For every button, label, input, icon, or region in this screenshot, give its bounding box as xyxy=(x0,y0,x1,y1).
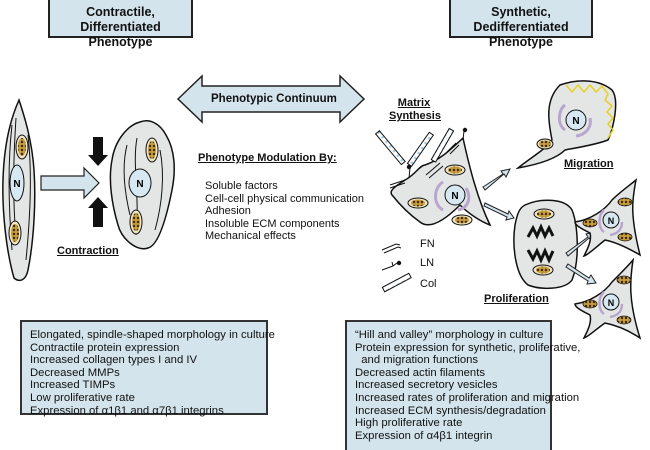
legend-col-label: Col xyxy=(420,278,437,290)
feature-item: Decreased MMPs xyxy=(30,366,120,379)
fibronectin-icon xyxy=(381,243,402,254)
matrix-synthesis-label: Matrix Synthesis xyxy=(389,97,441,123)
laminin-icon xyxy=(381,260,402,271)
feature-item: Increased rates of proliferation and mig… xyxy=(355,391,580,404)
migrating-cell: N xyxy=(515,80,617,170)
header-left-line2: Phenotype xyxy=(88,35,153,49)
feature-item: Low proliferative rate xyxy=(30,391,135,404)
header-left-line1: Contractile, Differentiated xyxy=(80,5,161,34)
nucleus-label: N xyxy=(136,179,143,190)
modulation-item: Cell-cell physical communication xyxy=(205,192,364,205)
feature-item: High proliferative rate xyxy=(355,417,463,430)
phenotypic-continuum-arrow xyxy=(176,74,366,124)
feature-item: “Hill and valley” morphology in culture xyxy=(355,329,544,341)
contraction-transition-arrow xyxy=(40,166,100,200)
feature-item: Decreased actin filaments xyxy=(355,366,485,379)
matrix-synthesis-line1: Matrix xyxy=(397,97,431,109)
modulation-title: Phenotype Modulation By: xyxy=(198,152,337,164)
modulation-item: Insoluble ECM components xyxy=(205,217,340,230)
arrow-to-migration xyxy=(482,168,511,191)
contraction-label: Contraction xyxy=(57,245,119,257)
legend-ln-label: LN xyxy=(420,257,435,269)
feature-item: Contractile protein expression xyxy=(30,341,180,354)
dividing-cell xyxy=(513,199,579,290)
arrow-to-daughter-cell-2 xyxy=(565,263,597,285)
nucleus-label: N xyxy=(451,191,458,202)
feature-item: and migration functions xyxy=(355,354,479,367)
modulation-item: Adhesion xyxy=(205,205,251,218)
daughter-cell-2: N xyxy=(574,257,642,340)
modulation-item: Soluble factors xyxy=(205,180,278,192)
header-right-line2: Phenotype xyxy=(489,35,553,49)
phenotypic-continuum-label: Phenotypic Continuum xyxy=(211,93,337,105)
feature-item: Protein expression for synthetic, prolif… xyxy=(355,341,581,354)
contracted-cell: N xyxy=(109,120,175,250)
feature-item: Expression of α1β1 and α7β1 integrins xyxy=(30,404,224,417)
matrix-synthesis-cell: N xyxy=(374,127,492,227)
arrow-to-proliferation xyxy=(483,202,515,221)
modulation-item: Mechanical effects xyxy=(205,230,296,243)
collagen-fibers xyxy=(374,127,455,167)
nucleus-label: N xyxy=(13,179,20,190)
synthetic-features-box: “Hill and valley” morphology in culture … xyxy=(345,320,581,450)
legend-fn-label: FN xyxy=(420,238,435,250)
migration-label: Migration xyxy=(564,158,614,170)
compression-arrow-up xyxy=(88,197,108,227)
contractile-features-box: Elongated, spindle-shaped morphology in … xyxy=(20,320,275,417)
daughter-cell-1: N xyxy=(574,178,642,258)
feature-item: Increased secretory vesicles xyxy=(355,379,498,392)
matrix-synthesis-line2: Synthesis xyxy=(389,110,441,122)
proliferation-label: Proliferation xyxy=(484,293,549,305)
nucleus-label: N xyxy=(608,298,615,308)
feature-item: Increased collagen types I and IV xyxy=(30,354,198,367)
modulation-list: Soluble factors Cell-cell physical commu… xyxy=(205,180,364,243)
contractile-phenotype-header: Contractile, Differentiated Phenotype xyxy=(48,0,193,49)
synthetic-phenotype-header: Synthetic, Dedifferentiated Phenotype xyxy=(449,0,593,49)
collagen-icon xyxy=(381,272,412,293)
feature-item: Increased ECM synthesis/degradation xyxy=(355,404,546,417)
nucleus-label: N xyxy=(608,216,615,226)
feature-item: Expression of α4β1 integrin xyxy=(355,429,493,442)
nucleus-label: N xyxy=(572,116,579,127)
header-right-line1: Synthetic, Dedifferentiated xyxy=(473,5,569,34)
spindle-cell: N xyxy=(2,97,36,282)
feature-item: Elongated, spindle-shaped morphology in … xyxy=(30,329,275,341)
compression-arrow-down xyxy=(88,137,108,166)
feature-item: Increased TIMPs xyxy=(30,379,116,392)
